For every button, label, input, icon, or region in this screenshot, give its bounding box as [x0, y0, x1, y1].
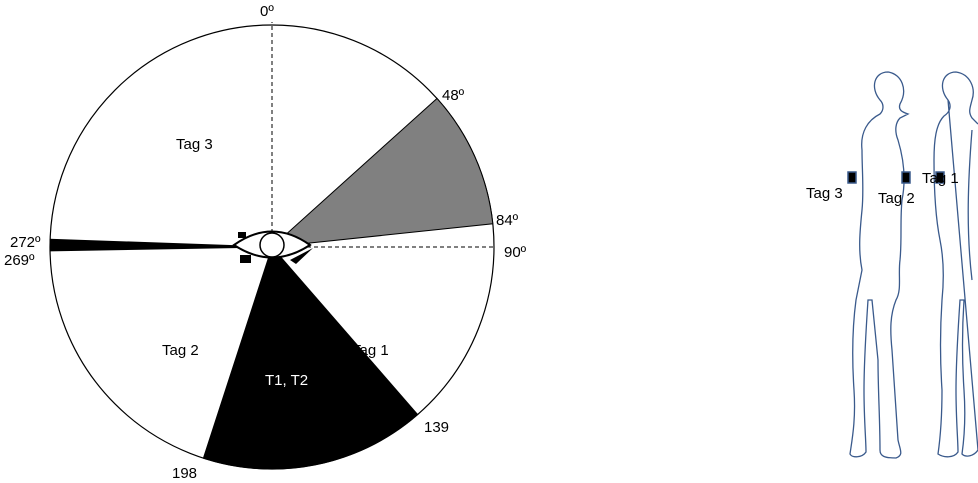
sector-label-tag1: Tag 1: [352, 342, 389, 359]
sector-black-139-198: [202, 246, 419, 470]
tag3-marker: [847, 171, 857, 184]
angle-label-269: 269º: [4, 252, 35, 269]
sector-label-tag2: Tag 2: [162, 342, 199, 359]
body-tag1-label: Tag 1: [922, 170, 959, 187]
eye-icon: [232, 230, 313, 264]
angle-label-272: 272º: [10, 234, 41, 251]
body-figures: [849, 71, 978, 459]
sector-label-tag3: Tag 3: [176, 136, 213, 153]
compass-diagram: 0º 48º 84º 90º 272º 269º 139 198 Tag 3 T…: [4, 3, 527, 482]
sector-black-269-272: [49, 238, 273, 252]
angle-label-198: 198: [172, 465, 197, 482]
human-outline-left: [849, 71, 910, 459]
body-tag3-label: Tag 3: [806, 185, 843, 202]
angle-label-84: 84º: [496, 212, 519, 229]
human-outline-right: [933, 71, 978, 458]
angle-label-0: 0º: [260, 3, 274, 20]
sector-gray-48-84: [270, 97, 494, 248]
tag-markers: [847, 171, 945, 184]
tag2-marker: [901, 171, 911, 184]
sector-group: [49, 97, 494, 470]
tag1-marker: [935, 171, 945, 184]
sector-label-t1-t2: T1, T2: [265, 372, 308, 389]
angle-label-48: 48º: [442, 87, 465, 104]
angle-label-139: 139: [424, 419, 449, 436]
body-tag2-label: Tag 2: [878, 190, 915, 207]
right-figure-arm: [967, 129, 973, 281]
angle-label-90: 90º: [504, 244, 527, 261]
